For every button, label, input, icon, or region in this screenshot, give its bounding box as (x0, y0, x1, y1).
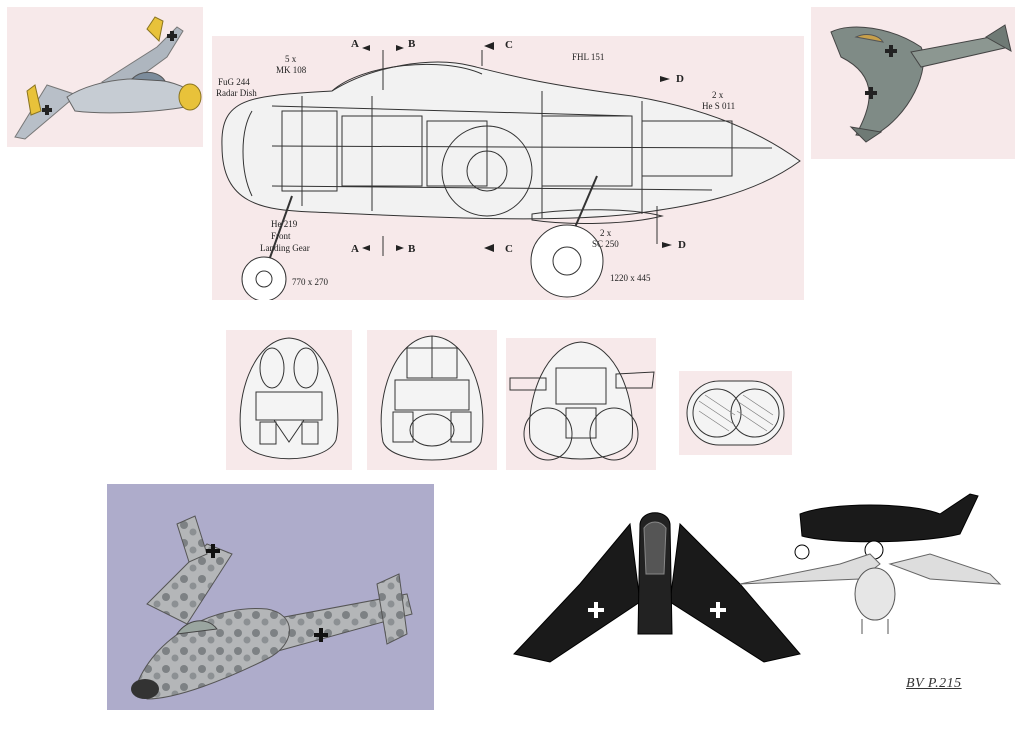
cutaway-side-view: A B C D A B C D FHL 151 FuG 244 Radar Di… (212, 36, 804, 300)
section-d-top: D (676, 73, 684, 85)
section-b-bottom: B (408, 243, 416, 255)
cross-section-c (506, 338, 656, 470)
section-a-top: A (351, 38, 359, 50)
bombs-label-1: 2 x (600, 228, 612, 238)
model-render-top-left (7, 7, 203, 147)
guns-label-2: MK 108 (276, 65, 307, 75)
guns-label-1: 5 x (285, 54, 297, 64)
cross-section-d (679, 371, 792, 455)
front-wheel-size: 770 x 270 (292, 277, 329, 287)
section-b-top: B (408, 38, 416, 50)
model-photo (107, 484, 434, 710)
section-a-bottom: A (351, 243, 359, 255)
section-c-bottom: C (505, 243, 513, 255)
radar-label-1: FuG 244 (218, 77, 250, 87)
front-gear-label-2: Front (271, 231, 291, 241)
section-d-bottom: D (678, 239, 686, 251)
model-render-top-right (811, 7, 1015, 159)
bombs-label-2: SC 250 (592, 239, 619, 249)
section-c-top: C (505, 39, 513, 51)
cross-section-b (367, 330, 497, 470)
cross-section-a (226, 330, 352, 470)
engines-label-2: He S 011 (702, 101, 735, 111)
radar-label-2: Radar Dish (216, 88, 257, 98)
front-gear-label-1: He 219 (271, 219, 298, 229)
front-gear-label-3: Landing Gear (260, 243, 310, 253)
drawing-caption: BV P.215 (906, 676, 962, 691)
engines-label-1: 2 x (712, 90, 724, 100)
cutaway-title: FHL 151 (572, 52, 604, 62)
three-view-drawing (510, 484, 1020, 670)
main-wheel-size: 1220 x 445 (610, 273, 651, 283)
